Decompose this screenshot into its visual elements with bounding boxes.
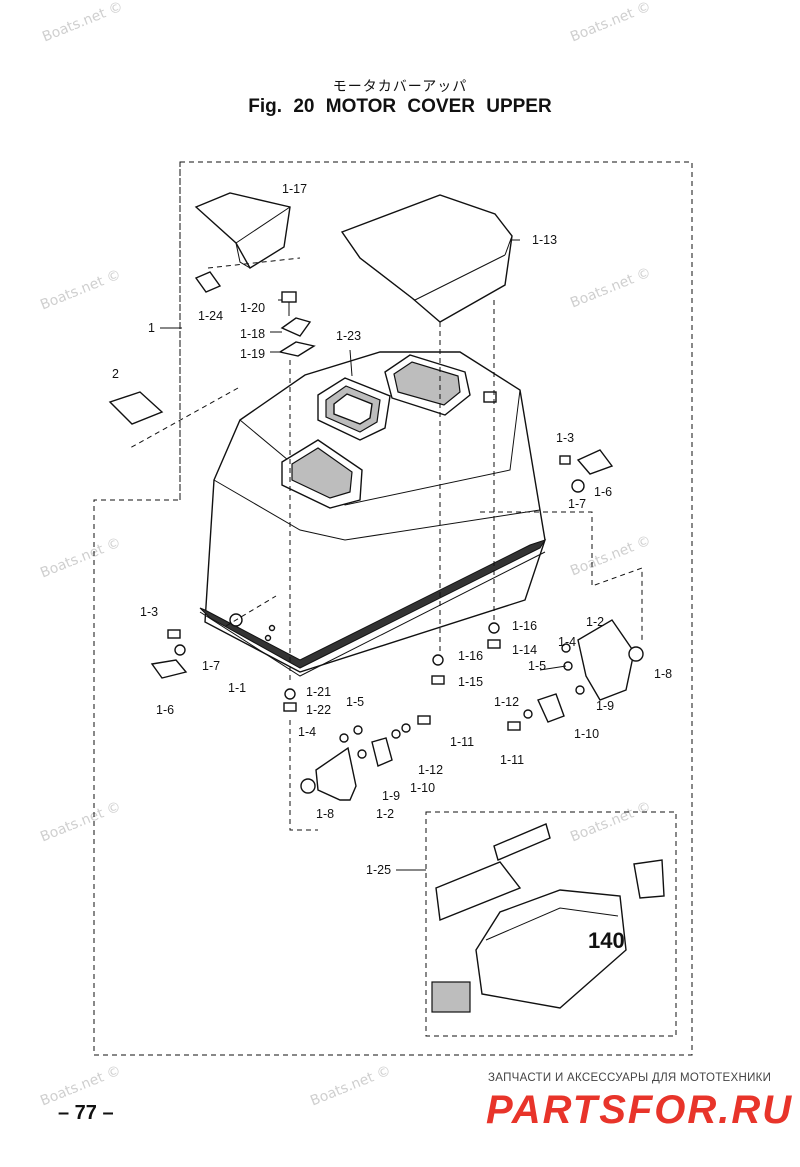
callout-1-24: 1-24 (198, 309, 223, 323)
decal-140-text: 140 (588, 928, 625, 953)
part-1-16-washer (488, 622, 500, 634)
callout-1-7-right: 1-7 (568, 497, 586, 511)
callout-1-12-right: 1-12 (494, 695, 519, 709)
callout-1-19: 1-19 (240, 347, 265, 361)
callout-1-3-right: 1-3 (556, 431, 574, 445)
callout-1-16-lower: 1-16 (458, 649, 483, 663)
callout-1-11-right: 1-11 (500, 753, 524, 767)
callout-1-4-lower: 1-4 (298, 725, 316, 739)
part-1-2-bracket-right (507, 619, 644, 731)
callout-1-13: 1-13 (532, 233, 557, 247)
part-1-6-latch-left (150, 629, 188, 679)
callout-1-5-right: 1-5 (528, 659, 546, 673)
part-1-18-clip (280, 317, 312, 337)
part-1-24-pad (194, 271, 222, 293)
callout-1-9-lower: 1-9 (382, 789, 400, 803)
part-1-13-cover (340, 194, 513, 323)
callout-1-2-lower: 1-2 (376, 807, 394, 821)
callout-1-15: 1-15 (458, 675, 483, 689)
callout-1-5-lower: 1-5 (346, 695, 364, 709)
figure-title: Fig. 20 MOTOR COVER UPPER (248, 96, 552, 117)
callout-1-1: 1-1 (228, 681, 246, 695)
ad-logo[interactable]: PARTSFOR.RU (486, 1088, 794, 1132)
callout-1-16-upper: 1-16 (512, 619, 537, 633)
callout-1-3-left: 1-3 (140, 605, 158, 619)
part-1-14-bolt (487, 639, 501, 649)
callout-1-14: 1-14 (512, 643, 537, 657)
callout-1-6-left: 1-6 (156, 703, 174, 717)
decal-set-box (425, 811, 677, 1037)
callout-1-20: 1-20 (240, 301, 265, 315)
part-1-6-latch-right (559, 449, 614, 493)
callout-1-2-right: 1-2 (586, 615, 604, 629)
callout-1-7-left: 1-7 (202, 659, 220, 673)
part-1-22-nut (283, 702, 297, 712)
leader-lines (129, 239, 643, 871)
part-2-plate (108, 391, 164, 425)
callout-1-22: 1-22 (306, 703, 331, 717)
callout-1-17: 1-17 (282, 182, 307, 196)
ad-caption: ЗАПЧАСТИ И АКСЕССУАРЫ ДЛЯ МОТОТЕХНИКИ (488, 1072, 772, 1084)
callout-1-18: 1-18 (240, 327, 265, 341)
callout-1: 1 (148, 321, 155, 335)
callout-1-11-lower: 1-11 (450, 735, 474, 749)
callout-1-25: 1-25 (366, 863, 391, 877)
part-1-19-plate (278, 341, 316, 357)
callout-1-8-right: 1-8 (654, 667, 672, 681)
part-1-2-bracket-lower (300, 715, 431, 801)
callout-1-10-right: 1-10 (574, 727, 599, 741)
callout-1-9-right: 1-9 (596, 699, 614, 713)
assembly-border (93, 161, 693, 1056)
part-1-1-main-cover (199, 351, 547, 677)
callout-1-8-lower: 1-8 (316, 807, 334, 821)
part-1-25-decal-set: 140 (431, 823, 665, 1013)
part-1-15-bolt (431, 675, 445, 685)
callout-1-6-right: 1-6 (594, 485, 612, 499)
callout-1-23: 1-23 (336, 329, 361, 343)
japanese-title: モータカバーアッパ (332, 79, 468, 95)
callout-1-12-lower: 1-12 (418, 763, 443, 777)
page-number: – 77 – (58, 1102, 114, 1124)
callout-1-4-right: 1-4 (558, 635, 576, 649)
part-1-21-washer (284, 688, 296, 700)
part-1-20-bolt (281, 291, 297, 316)
callout-2: 2 (112, 367, 119, 381)
callout-1-21: 1-21 (306, 685, 331, 699)
part-1-17-cover (194, 192, 291, 269)
part-1-16-washer (432, 654, 444, 666)
callout-1-10-lower: 1-10 (410, 781, 435, 795)
